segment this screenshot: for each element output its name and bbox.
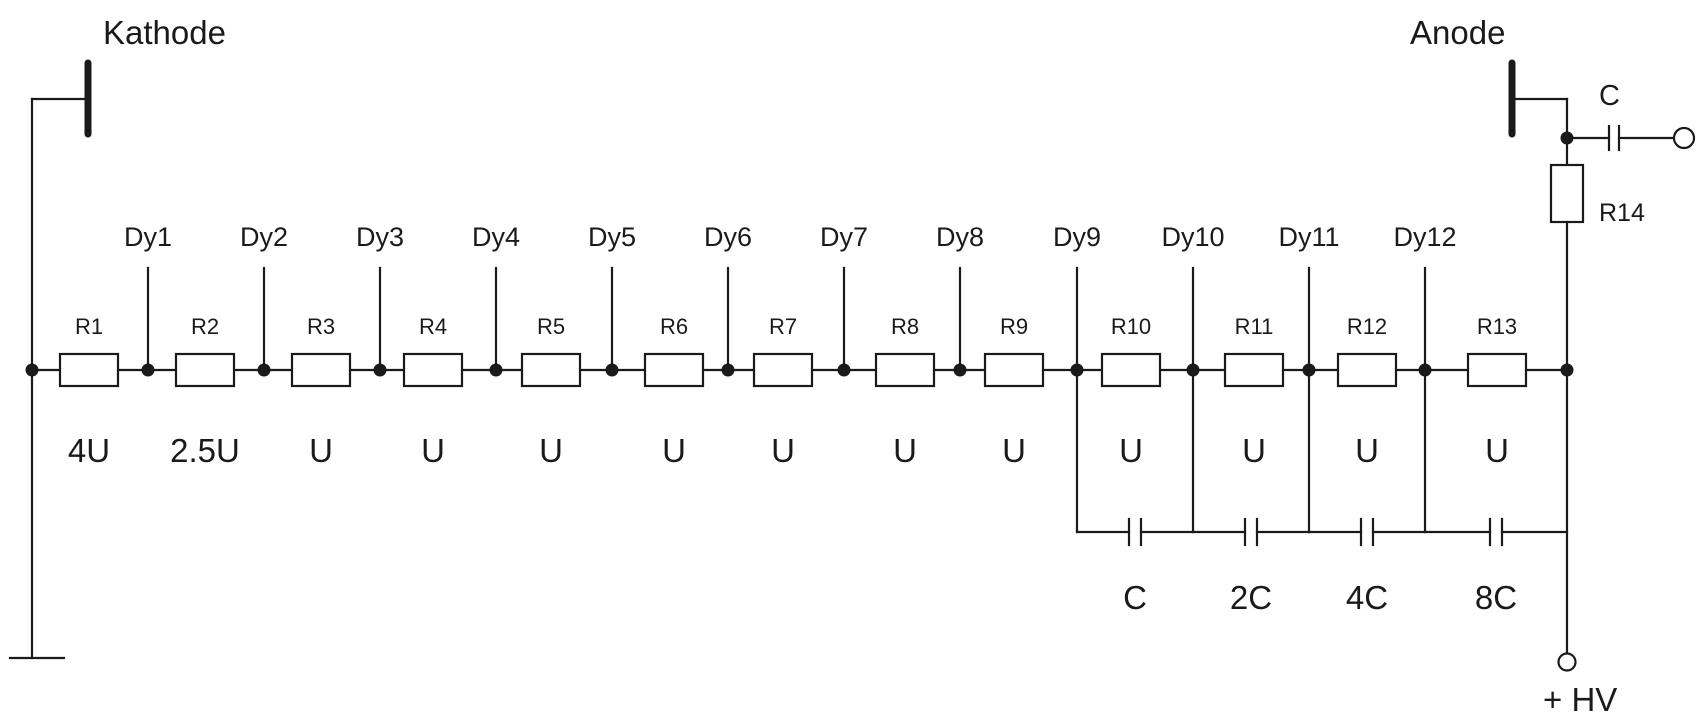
capacitor-label-2: 2C <box>1230 579 1272 616</box>
coupling-capacitor-label: C <box>1599 80 1620 112</box>
resistor-r6 <box>643 352 705 388</box>
resistor-r2 <box>174 352 236 388</box>
dynode-label-dy1: Dy1 <box>124 222 172 252</box>
capacitor-label-4: 8C <box>1475 579 1517 616</box>
stage-voltage-11: U <box>1242 432 1266 469</box>
resistor-r8 <box>874 352 936 388</box>
hv-terminal <box>1557 652 1577 672</box>
dynode-label-dy10: Dy10 <box>1161 222 1224 252</box>
stage-voltage-3: U <box>309 432 333 469</box>
resistor-label-r3: R3 <box>307 314 335 339</box>
cathode-label: Kathode <box>103 14 226 51</box>
capacitor-label-1: C <box>1123 579 1147 616</box>
resistor-label-r4: R4 <box>419 314 447 339</box>
resistor-r13 <box>1466 352 1528 388</box>
stage-voltage-12: U <box>1355 432 1379 469</box>
resistor-label-r6: R6 <box>660 314 688 339</box>
resistor-label-r7: R7 <box>769 314 797 339</box>
anode-resistor-label: R14 <box>1599 199 1645 227</box>
anode-junction <box>1560 131 1574 145</box>
node-junction-0 <box>25 363 39 377</box>
resistor-r5 <box>520 352 582 388</box>
dynode-label-dy9: Dy9 <box>1053 222 1101 252</box>
stage-voltage-7: U <box>771 432 795 469</box>
resistor-label-r13: R13 <box>1477 314 1517 339</box>
resistor-r4 <box>402 352 464 388</box>
resistor-label-r2: R2 <box>191 314 219 339</box>
signal-output-terminal <box>1672 126 1696 150</box>
stage-voltage-13: U <box>1485 432 1509 469</box>
dynode-label-dy8: Dy8 <box>936 222 984 252</box>
stage-voltage-8: U <box>893 432 917 469</box>
stage-voltage-2: 2.5U <box>170 432 240 469</box>
dynode-label-dy5: Dy5 <box>588 222 636 252</box>
node-junction-13 <box>1560 363 1574 377</box>
resistor-label-r12: R12 <box>1347 314 1387 339</box>
resistor-label-r9: R9 <box>1000 314 1028 339</box>
dynode-label-dy2: Dy2 <box>240 222 288 252</box>
stage-voltage-4: U <box>421 432 445 469</box>
resistor-r11 <box>1223 352 1285 388</box>
stage-voltage-6: U <box>662 432 686 469</box>
capacitor-label-3: 4C <box>1346 579 1388 616</box>
resistor-label-r1: R1 <box>75 314 103 339</box>
anode-resistor <box>1549 163 1585 224</box>
dynode-label-dy11: Dy11 <box>1278 222 1339 252</box>
dynode-label-dy7: Dy7 <box>820 222 868 252</box>
stage-voltage-1: 4U <box>68 432 110 469</box>
resistor-label-r10: R10 <box>1111 314 1151 339</box>
resistor-r9 <box>983 352 1045 388</box>
resistor-label-r5: R5 <box>537 314 565 339</box>
dynode-label-dy3: Dy3 <box>356 222 404 252</box>
dynode-label-dy6: Dy6 <box>704 222 752 252</box>
stage-voltage-5: U <box>539 432 563 469</box>
anode-label: Anode <box>1410 14 1505 51</box>
dynode-label-dy12: Dy12 <box>1393 222 1456 252</box>
resistor-r10 <box>1100 352 1162 388</box>
stage-voltage-9: U <box>1002 432 1026 469</box>
stage-voltage-10: U <box>1119 432 1143 469</box>
resistor-label-r8: R8 <box>891 314 919 339</box>
resistor-label-r11: R11 <box>1235 314 1274 339</box>
dynode-label-dy4: Dy4 <box>472 222 520 252</box>
static-wiring <box>8 59 1696 672</box>
resistor-r3 <box>290 352 352 388</box>
resistor-r7 <box>752 352 814 388</box>
resistor-r1 <box>58 352 120 388</box>
resistor-r12 <box>1336 352 1398 388</box>
hv-label: + HV <box>1543 681 1617 718</box>
